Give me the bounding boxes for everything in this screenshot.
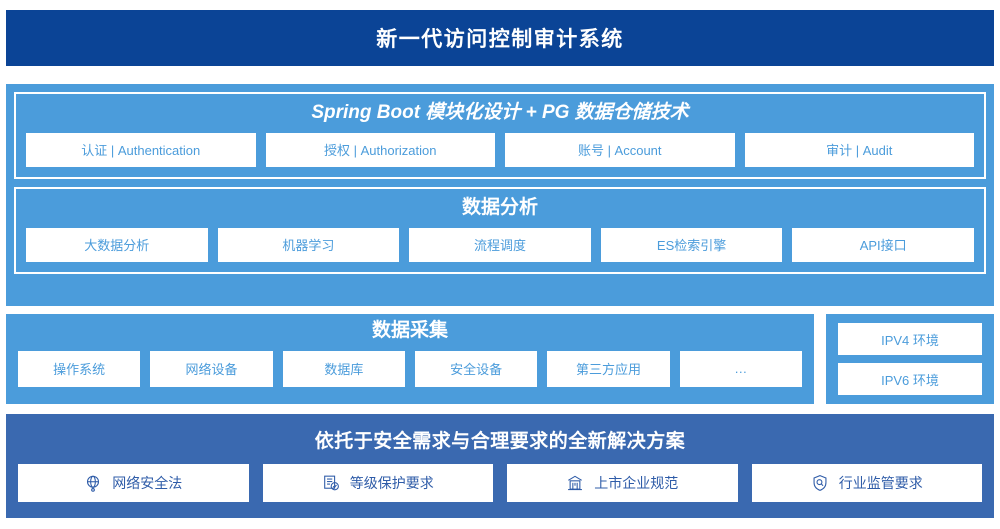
platform-chip[interactable]: 账号 | Account [505, 132, 735, 167]
compliance-chip-cybersecurity-law[interactable]: 网络安全法 [18, 464, 249, 502]
environment-panel: IPV4 环境 IPV6 环境 [826, 314, 994, 404]
compliance-chip-row: 网络安全法 等级保护要求 [18, 464, 982, 502]
compliance-chip-industry-regulation[interactable]: 行业监管要求 [751, 464, 982, 502]
globe-icon [84, 474, 102, 492]
platform-title: Spring Boot 模块化设计 + PG 数据仓储技术 [311, 102, 689, 123]
compliance-panel: 依托于安全需求与合理要求的全新解决方案 网络安全法 [6, 414, 994, 518]
platform-chip-row: 认证 | Authentication 授权 | Authorization 账… [26, 132, 974, 167]
platform-chip[interactable]: 审计 | Audit [744, 132, 974, 167]
collection-chip-row: 操作系统 网络设备 数据库 安全设备 第三方应用 … [18, 350, 802, 387]
architecture-stack-panel: Spring Boot 模块化设计 + PG 数据仓储技术 认证 | Authe… [6, 84, 994, 306]
analysis-block: 数据分析 大数据分析 机器学习 流程调度 ES检索引擎 API接口 [14, 186, 986, 274]
analysis-title: 数据分析 [461, 196, 538, 218]
collection-chip[interactable]: 第三方应用 [547, 350, 670, 387]
header-band: 新一代访问控制审计系统 [6, 10, 994, 66]
compliance-title: 依托于安全需求与合理要求的全新解决方案 [314, 431, 686, 452]
collection-chip-more[interactable]: … [679, 350, 802, 387]
collection-panel: 数据采集 操作系统 网络设备 数据库 安全设备 第三方应用 … [6, 314, 814, 404]
platform-chip[interactable]: 授权 | Authorization [265, 132, 495, 167]
collection-chip[interactable]: 操作系统 [18, 350, 141, 387]
analysis-chip[interactable]: 大数据分析 [26, 227, 208, 262]
collection-row: 数据采集 操作系统 网络设备 数据库 安全设备 第三方应用 … IPV4 环境 … [6, 314, 994, 404]
platform-chip[interactable]: 认证 | Authentication [26, 132, 256, 167]
analysis-chip-row: 大数据分析 机器学习 流程调度 ES检索引擎 API接口 [26, 227, 974, 262]
analysis-chip[interactable]: API接口 [792, 227, 974, 262]
bank-building-icon [566, 474, 584, 492]
collection-chip[interactable]: 网络设备 [150, 350, 273, 387]
platform-block: Spring Boot 模块化设计 + PG 数据仓储技术 认证 | Authe… [14, 92, 986, 179]
analysis-chip[interactable]: ES检索引擎 [600, 227, 783, 262]
compliance-chip-label: 网络安全法 [112, 475, 183, 491]
analysis-chip[interactable]: 流程调度 [409, 227, 591, 262]
compliance-chip-grade-protection[interactable]: 等级保护要求 [262, 464, 493, 502]
shield-search-icon [811, 474, 829, 492]
environment-chip-ipv6[interactable]: IPV6 环境 [838, 363, 982, 395]
compliance-chip-listed-enterprise[interactable]: 上市企业规范 [507, 464, 738, 502]
document-check-icon [322, 474, 340, 492]
environment-chip-ipv4[interactable]: IPV4 环境 [838, 323, 982, 355]
analysis-chip[interactable]: 机器学习 [217, 227, 400, 262]
compliance-chip-label: 行业监管要求 [838, 475, 923, 491]
collection-chip[interactable]: 安全设备 [414, 350, 538, 387]
page-title: 新一代访问控制审计系统 [376, 28, 624, 51]
compliance-chip-label: 上市企业规范 [594, 475, 679, 491]
compliance-chip-label: 等级保护要求 [349, 475, 434, 491]
collection-chip[interactable]: 数据库 [282, 350, 405, 387]
collection-title: 数据采集 [371, 320, 448, 341]
